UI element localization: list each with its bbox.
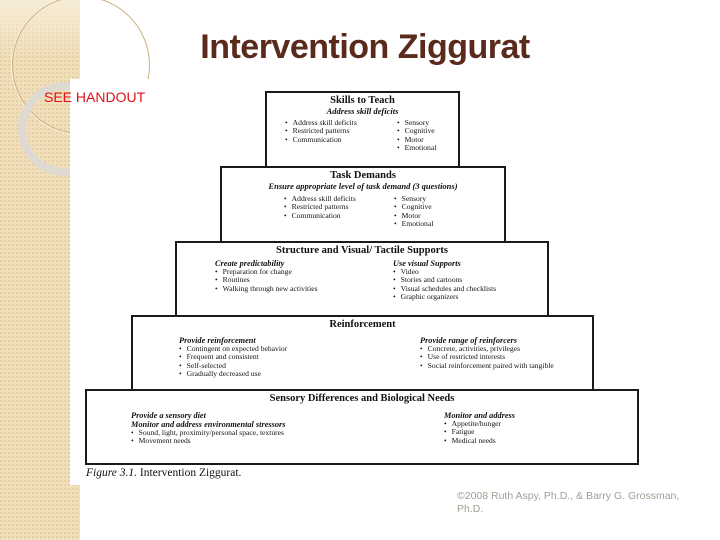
list-item: Frequent and consistent [179,352,287,361]
right-column: Monitor and address Appetite/hunger Fati… [444,411,515,445]
caption-label: Figure 3.1. [86,467,137,479]
list-item: Restricted patterns [284,202,356,211]
level-title: Task Demands [330,170,396,181]
left-list: Contingent on expected behavior Frequent… [179,344,288,378]
right-list: Concrete, activities, privileges Use of … [420,344,554,370]
left-column: Create predictability Preparation for ch… [215,259,318,293]
level-subtitle: Ensure appropriate level of task demand … [268,181,458,191]
list-item: Motor [397,135,436,144]
column-heading-secondary: Monitor and address environmental stress… [131,420,286,429]
list-item: Address skill deficits [285,118,357,127]
ziggurat-level-structure-supports: Structure and Visual/ Tactile Supports C… [175,241,549,318]
level-title: Structure and Visual/ Tactile Supports [276,245,448,256]
figure-caption: Figure 3.1. Intervention Ziggurat. [86,467,241,479]
list-item: Restricted patterns [285,126,357,135]
list-item: Self-selected [179,361,287,370]
ziggurat-level-sensory-biological: Sensory Differences and Biological Needs… [85,389,639,465]
list-item: Medical needs [444,436,515,445]
list-item: Social reinforcement paired with tangibl… [420,361,554,370]
list-item: Address skill deficits [284,194,356,203]
list-item: Video [393,267,496,276]
left-column: Provide a sensory diet Monitor and addre… [131,411,285,446]
level-subtitle: Address skill deficits [326,106,399,116]
list-item: Emotional [397,143,437,152]
level-title: Skills to Teach [330,95,395,106]
list-item: Contingent on expected behavior [179,344,288,353]
level-title: Sensory Differences and Biological Needs [269,393,455,404]
right-list: Sensory Cognitive Motor Emotional [397,118,437,152]
list-item: Sound, light, proximity/personal space, … [131,428,285,437]
right-list: Video Stories and cartoons Visual schedu… [393,267,497,301]
list-item: Communication [285,135,357,144]
column-heading: Provide a sensory diet [131,411,206,420]
list-item: Sensory [394,194,433,203]
column-heading: Create predictability [215,259,285,268]
list-item: Cognitive [394,202,433,211]
list-item: Gradually decreased use [179,369,287,378]
list-item: Motor [394,211,433,220]
column-heading: Provide range of reinforcers [420,336,518,345]
ziggurat-level-skills-to-teach: Skills to Teach Address skill deficits A… [265,91,460,168]
column-heading: Use visual Supports [393,259,461,268]
slide-title: Intervention Ziggurat [200,28,530,66]
list-item: Emotional [394,219,434,228]
left-list: Preparation for change Routines Walking … [215,267,318,293]
left-column: Provide reinforcement Contingent on expe… [179,336,287,378]
list-item: Communication [284,211,356,220]
list-item: Fatigue [444,427,515,436]
ziggurat-level-task-demands: Task Demands Ensure appropriate level of… [220,166,506,243]
left-list: Address skill deficits Restricted patter… [285,118,357,144]
list-item: Cognitive [397,126,436,135]
left-list: Address skill deficits Restricted patter… [284,194,356,220]
right-column: Use visual Supports Video Stories and ca… [393,259,496,301]
right-column: Provide range of reinforcers Concrete, a… [420,336,554,370]
level-title: Reinforcement [329,319,396,330]
ziggurat-level-reinforcement: Reinforcement Provide reinforcement Cont… [131,315,594,392]
list-item: Sensory [397,118,436,127]
copyright-notice: ©2008 Ruth Aspy, Ph.D., & Barry G. Gross… [457,490,680,515]
list-item: Routines [215,275,318,284]
list-item: Movement needs [131,436,285,445]
see-handout-note: SEE HANDOUT [44,89,146,105]
list-item: Use of restricted interests [420,352,554,361]
list-item: Preparation for change [215,267,318,276]
list-item: Walking through new activities [215,284,318,293]
list-item: Stories and cartoons [393,275,496,284]
caption-text: Intervention Ziggurat. [139,467,242,479]
left-list: Sound, light, proximity/personal space, … [131,428,285,446]
column-heading: Provide reinforcement [179,336,256,345]
list-item: Graphic organizers [393,292,496,301]
list-item: Concrete, activities, privileges [420,344,554,353]
right-list: Sensory Cognitive Motor Emotional [394,194,434,228]
list-item: Visual schedules and checklists [393,284,497,293]
column-heading: Monitor and address [444,411,516,420]
right-list: Appetite/hunger Fatigue Medical needs [444,419,515,445]
list-item: Appetite/hunger [444,419,515,428]
